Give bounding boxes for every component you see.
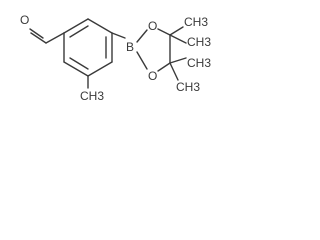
gem-methyl-3-label: CH3 <box>187 56 211 70</box>
aldehyde-oxygen-label: O <box>20 13 29 27</box>
gem-methyl-3-bond <box>169 57 187 64</box>
gem-methyl-4-bond <box>169 62 179 81</box>
ring-bond-1 <box>63 18 89 34</box>
boron-oxygen-bottom-bond <box>136 51 148 70</box>
oxygen-top-carbon-bond <box>157 28 171 36</box>
ring-bond-2 <box>87 18 113 34</box>
ring-bond-4 <box>87 61 113 77</box>
gem-methyl-1-label: CH3 <box>184 15 208 29</box>
aldehyde-c-o-double-bond-2 <box>29 28 44 39</box>
ring-oxygen-top-label: O <box>148 19 157 33</box>
oxygen-bottom-carbon-bond <box>157 62 171 72</box>
ring-inner-double-1 <box>69 25 89 38</box>
aldehyde-c-h-bond <box>45 32 65 44</box>
ring-oxygen-bottom-label: O <box>148 69 157 83</box>
aldehyde-c-o-double-bond <box>30 32 47 44</box>
gem-methyl-2-label: CH3 <box>187 35 211 49</box>
molecule-structure: O CH3 B O O CH3 CH3 CH3 CH3 <box>20 13 211 103</box>
structure-canvas: O CH3 B O O CH3 CH3 CH3 CH3 <box>0 0 232 115</box>
ring-bond-5 <box>63 61 89 77</box>
boron-oxygen-top-bond <box>136 29 148 43</box>
gem-methyl-4-label: CH3 <box>176 80 200 94</box>
methyl-label: CH3 <box>80 89 104 103</box>
ring-boron-bond <box>111 32 126 39</box>
gem-methyl-1-bond <box>169 26 184 36</box>
ring-inner-double-3 <box>69 57 89 70</box>
boron-label: B <box>126 40 134 54</box>
gem-methyl-2-bond <box>169 34 187 44</box>
